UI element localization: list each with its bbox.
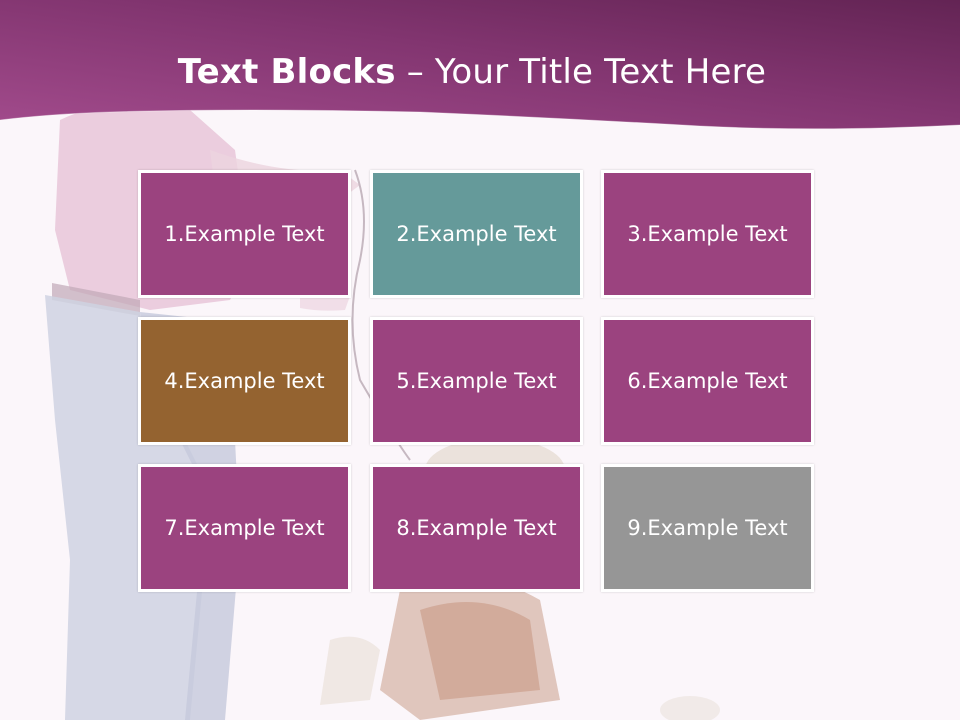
text-block-4: 4.Example Text bbox=[138, 317, 351, 445]
title-rest: Your Title Text Here bbox=[434, 52, 767, 92]
text-block-3: 3.Example Text bbox=[601, 170, 814, 298]
text-block-2: 2.Example Text bbox=[370, 170, 583, 298]
text-block-7: 7.Example Text bbox=[138, 464, 351, 592]
title-bold: Text Blocks bbox=[177, 52, 396, 92]
text-block-5: 5.Example Text bbox=[370, 317, 583, 445]
slide-title: Text Blocks – Your Title Text Here bbox=[0, 52, 944, 92]
title-separator: – bbox=[395, 52, 435, 92]
text-block-6: 6.Example Text bbox=[601, 317, 814, 445]
text-block-1: 1.Example Text bbox=[138, 170, 351, 298]
text-block-9: 9.Example Text bbox=[601, 464, 814, 592]
header-banner bbox=[0, 0, 960, 130]
text-block-8: 8.Example Text bbox=[370, 464, 583, 592]
